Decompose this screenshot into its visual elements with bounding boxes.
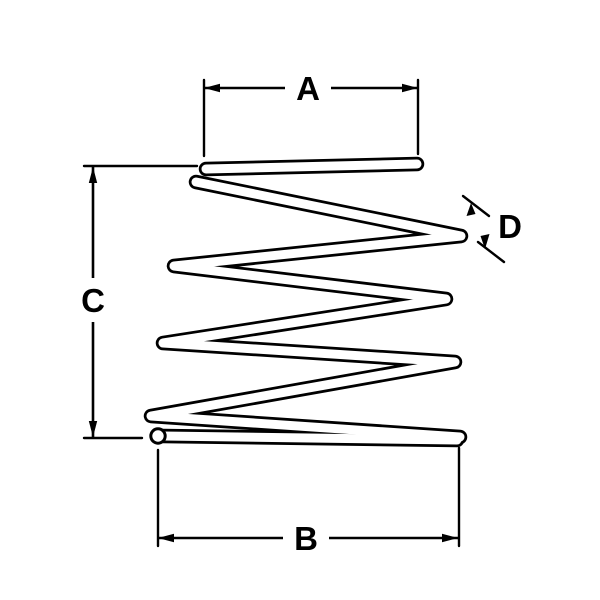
dim-b-label: B (294, 520, 318, 557)
dimension-d: D (461, 194, 522, 264)
spring-top-coil-core (201, 159, 422, 174)
dim-d-arrowhead-lower (480, 234, 490, 249)
spring-helix-outline (143, 174, 469, 445)
dimension-c: C (81, 164, 199, 440)
spring-helix-core (146, 177, 466, 442)
dim-d-witness-lower (476, 240, 506, 264)
dimension-b: B (156, 446, 461, 557)
dimension-a: A (202, 70, 420, 158)
wire-end-cross-section (149, 427, 167, 445)
dim-b-arrowhead-right (442, 533, 458, 543)
dim-a-arrowhead-right (402, 83, 418, 93)
dim-b-arrowhead-left (158, 533, 174, 543)
spring-wire (143, 156, 469, 448)
spring-bottom-coil-core (158, 431, 462, 445)
dim-c-arrowhead-bottom (88, 421, 98, 437)
dim-d-label: D (498, 208, 522, 245)
dim-d-witness-upper (461, 194, 491, 218)
dim-a-arrowhead-left (204, 83, 220, 93)
dim-c-label: C (81, 282, 105, 319)
dim-a-label: A (296, 70, 320, 107)
dim-c-arrowhead-top (88, 167, 98, 183)
dim-d-arrowhead-upper (466, 203, 476, 216)
